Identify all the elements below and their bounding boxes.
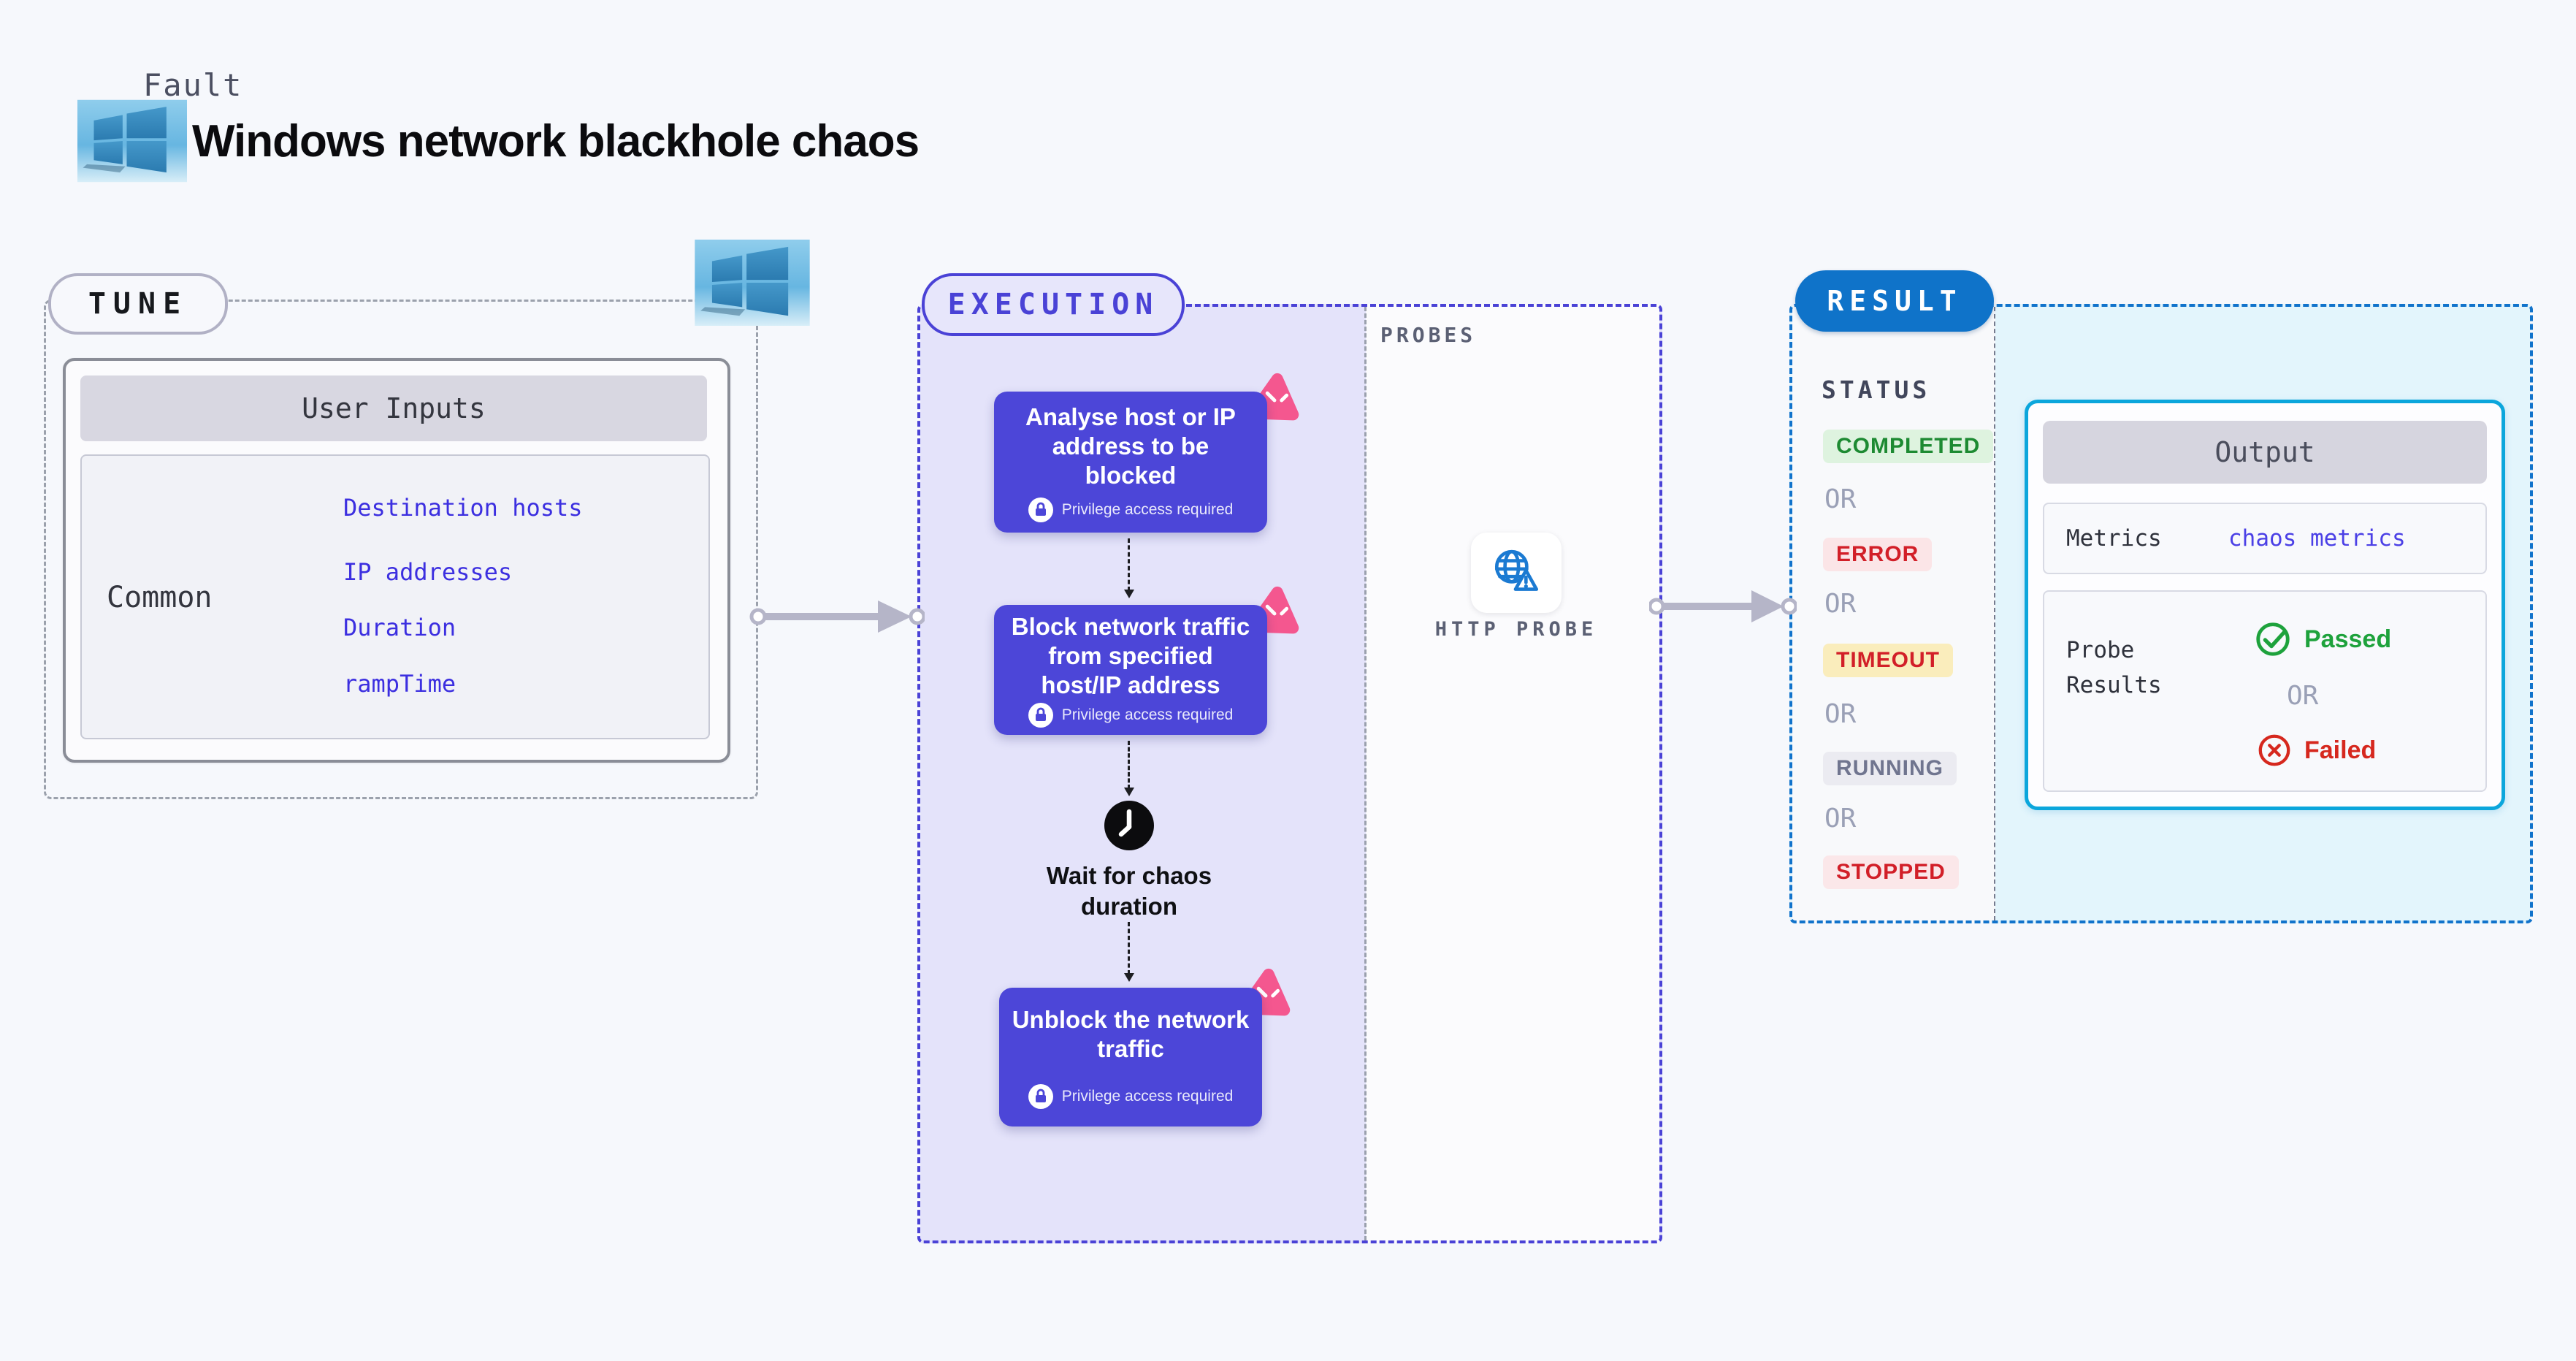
result-section-label: RESULT xyxy=(1795,270,1994,332)
execution-step-analyse: Analyse host or IP address to be blocked… xyxy=(994,392,1267,533)
probe-failed: Failed xyxy=(2256,732,2376,769)
http-probe-card xyxy=(1471,533,1562,613)
chaos-metrics-link[interactable]: chaos metrics xyxy=(2228,525,2406,552)
link-ramptime[interactable]: rampTime xyxy=(343,670,456,698)
fault-kicker: Fault xyxy=(143,67,243,103)
or-label: OR xyxy=(1824,804,1857,834)
globe-warning-icon xyxy=(1494,549,1539,591)
tune-section xyxy=(44,300,758,799)
wait-duration-label: Wait for chaos duration xyxy=(1046,862,1212,920)
or-label: OR xyxy=(1824,589,1857,619)
or-label: OR xyxy=(1824,484,1857,514)
step-title: Unblock the network traffic xyxy=(1012,1006,1250,1062)
status-header: STATUS xyxy=(1822,375,1931,404)
metrics-label: Metrics xyxy=(2066,525,2162,552)
lock-icon xyxy=(1028,497,1053,522)
lock-icon xyxy=(1028,703,1053,728)
privilege-label: Privilege access required xyxy=(1061,500,1234,518)
user-inputs-header: User Inputs xyxy=(80,375,707,441)
execution-step-block: Block network traffic from specified hos… xyxy=(994,605,1267,735)
user-inputs-row-label: Common xyxy=(107,581,213,614)
user-inputs-body xyxy=(80,454,710,739)
passed-label: Passed xyxy=(2304,625,2392,653)
status-badge-error: ERROR xyxy=(1823,538,1933,571)
status-badge-stopped: STOPPED xyxy=(1823,855,1959,889)
step-title: Block network traffic from specified hos… xyxy=(1011,613,1250,698)
execution-section-label: EXECUTION xyxy=(922,273,1185,336)
status-badge-running: RUNNING xyxy=(1823,752,1957,785)
flow-connector xyxy=(1124,922,1134,982)
privilege-badge: Privilege access required xyxy=(1028,497,1234,522)
or-label: OR xyxy=(2287,681,2319,711)
clock-icon xyxy=(1104,801,1154,850)
or-label: OR xyxy=(1824,699,1857,729)
step-title: Analyse host or IP address to be blocked xyxy=(1025,403,1236,489)
lock-icon xyxy=(1028,1084,1053,1109)
status-divider xyxy=(1994,307,1995,920)
probe-passed: Passed xyxy=(2253,619,2391,659)
windows-logo-icon xyxy=(77,99,187,183)
probe-results-row: Probe Results Passed OR Failed xyxy=(2043,590,2487,792)
probes-divider xyxy=(1364,307,1367,1240)
link-ip-addresses[interactable]: IP addresses xyxy=(343,558,513,586)
privilege-badge: Privilege access required xyxy=(1028,1084,1234,1109)
output-header: Output xyxy=(2043,421,2487,484)
privilege-label: Privilege access required xyxy=(1061,1088,1234,1105)
status-badge-completed: COMPLETED xyxy=(1823,430,1994,463)
link-destination-hosts[interactable]: Destination hosts xyxy=(343,494,583,522)
windows-logo-icon-small xyxy=(695,240,810,326)
probe-results-label: Probe Results xyxy=(2066,637,2162,698)
tune-section-label: TUNE xyxy=(48,273,228,335)
status-badge-timeout: TIMEOUT xyxy=(1823,644,1953,677)
page-title: Windows network blackhole chaos xyxy=(192,116,920,167)
arrow-probes-to-result xyxy=(1649,590,1797,622)
privilege-label: Privilege access required xyxy=(1061,706,1234,723)
execution-step-unblock: Unblock the network traffic Privilege ac… xyxy=(999,988,1262,1126)
metrics-row: Metrics chaos metrics xyxy=(2043,503,2487,574)
output-card: Output Metrics chaos metrics Probe Resul… xyxy=(2025,400,2505,810)
privilege-badge: Privilege access required xyxy=(1028,703,1234,728)
arrow-tune-to-execution xyxy=(749,601,925,633)
failed-label: Failed xyxy=(2304,736,2377,764)
flow-connector xyxy=(1124,538,1134,598)
http-probe-label: HTTP PROBE xyxy=(1434,618,1598,641)
check-circle-icon xyxy=(2256,622,2290,656)
probes-section-label: PROBES xyxy=(1380,323,1477,347)
x-circle-icon xyxy=(2258,734,2290,766)
flow-connector xyxy=(1124,741,1134,796)
link-duration[interactable]: Duration xyxy=(343,614,456,641)
